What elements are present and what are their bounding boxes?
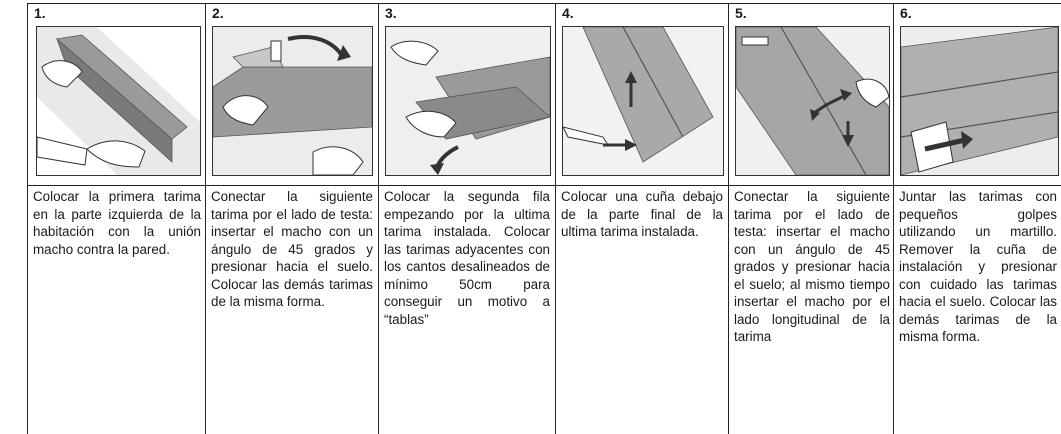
connect-plank-end-angle-icon xyxy=(213,27,372,175)
step-number: 2. xyxy=(212,5,224,21)
step-illustration-1 xyxy=(36,26,201,176)
step-description: Conectar la siguiente tarima por el lado… xyxy=(734,189,890,344)
column-divider xyxy=(893,3,894,434)
column-divider xyxy=(27,3,28,434)
second-row-start-icon xyxy=(386,27,550,175)
step-illustration-2 xyxy=(212,26,373,176)
step-number: 3. xyxy=(385,5,397,21)
step-description: Colocar la primera tarima en la parte iz… xyxy=(33,189,201,257)
column-divider xyxy=(205,3,206,434)
step-description: Juntar las tarimas con pequeños golpes u… xyxy=(899,189,1057,344)
step-illustration-4 xyxy=(562,26,724,176)
step-number: 5. xyxy=(735,5,747,21)
step-description: Conectar la siguiente tarima por el lado… xyxy=(211,189,373,309)
column-divider xyxy=(378,3,379,434)
text-rule xyxy=(27,185,1061,186)
column-divider xyxy=(728,3,729,434)
step-illustration-3 xyxy=(385,26,551,176)
insert-tongue-longitudinal-icon xyxy=(736,27,889,175)
step-number: 1. xyxy=(34,5,46,21)
hammer-tap-block-icon xyxy=(901,27,1058,175)
step-description: Colocar una cuña debajo de la parte fina… xyxy=(561,189,723,239)
wedge-under-plank-icon xyxy=(563,27,723,175)
column-divider xyxy=(555,3,556,434)
step-description: Colocar la segunda fila empezando por la… xyxy=(384,189,550,327)
step-illustration-6 xyxy=(900,26,1059,176)
step-illustration-5 xyxy=(735,26,890,176)
step-number: 6. xyxy=(900,5,912,21)
hands-laying-first-plank-icon xyxy=(37,27,200,175)
step-number: 4. xyxy=(562,5,574,21)
top-rule xyxy=(27,3,1061,4)
